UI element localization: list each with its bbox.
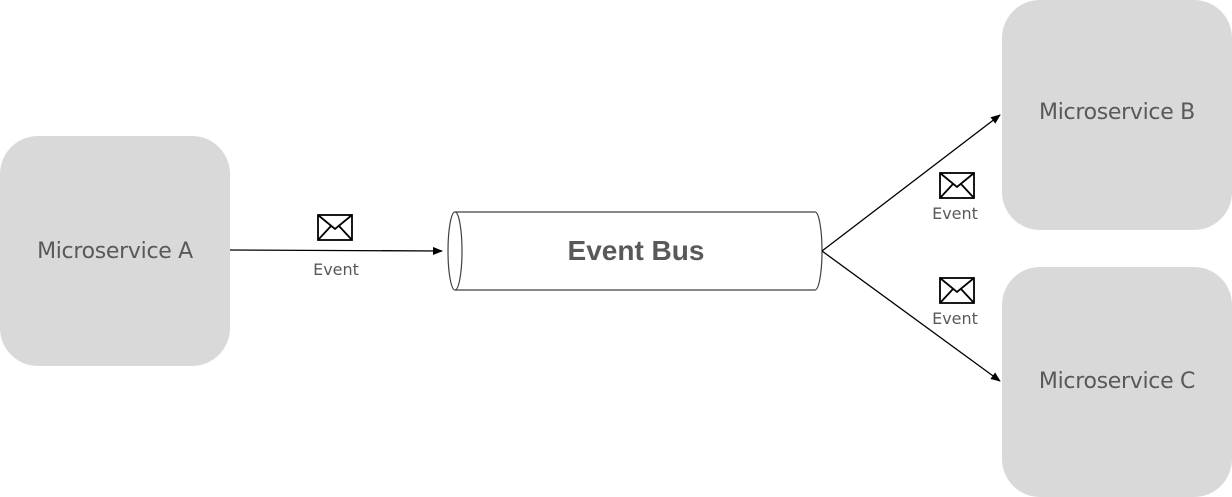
event-label-a-to-bus: Event: [313, 260, 359, 279]
event-bus-cylinder: [447, 211, 823, 291]
arrow-bus-to-c: [821, 250, 1001, 382]
arrow-a-to-bus: [229, 246, 443, 255]
microservice-a-label: Microservice A: [37, 238, 193, 264]
envelope-icon: [317, 214, 353, 241]
event-bus-label: Event Bus: [567, 235, 705, 266]
envelope-icon: [939, 277, 975, 304]
microservice-b-box: Microservice B: [1002, 0, 1232, 230]
microservice-b-label: Microservice B: [1039, 100, 1195, 125]
event-label-bus-to-b: Event: [932, 204, 978, 223]
microservice-c-label: Microservice C: [1038, 369, 1196, 394]
microservice-a-box: Microservice A: [0, 136, 230, 366]
envelope-icon: [939, 172, 975, 199]
microservice-c-box: Microservice C: [1002, 267, 1232, 497]
arrow-bus-to-b: [821, 114, 1001, 252]
event-label-bus-to-c: Event: [932, 309, 978, 328]
